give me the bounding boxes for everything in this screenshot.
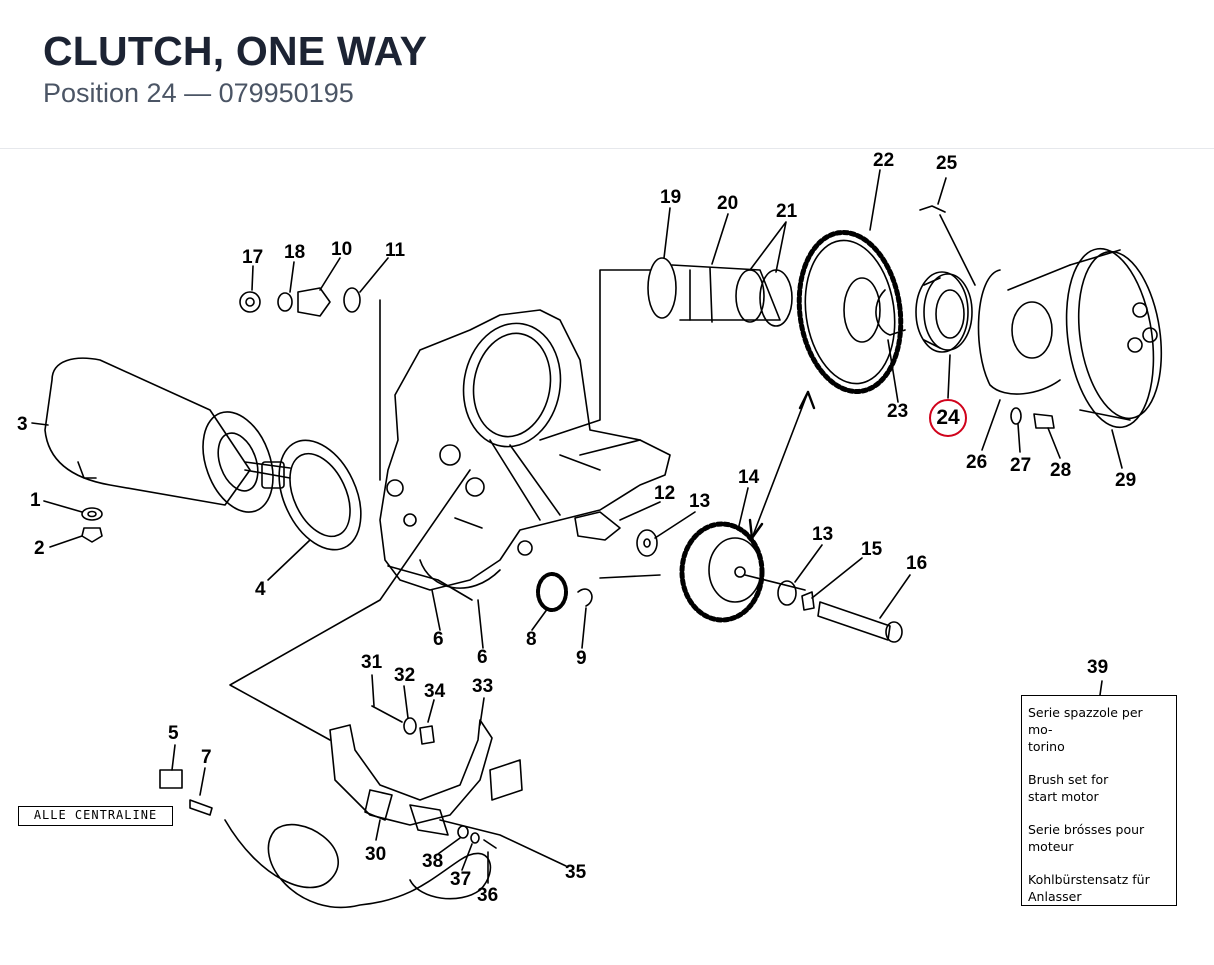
callout-5: 5 <box>168 723 179 744</box>
callout-34: 34 <box>424 681 446 702</box>
callout-15: 15 <box>861 539 883 560</box>
callout-6b: 6 <box>477 647 488 668</box>
page-title: CLUTCH, ONE WAY <box>43 28 428 74</box>
starter-motor-drawing <box>44 357 291 513</box>
callout-8: 8 <box>526 629 537 650</box>
callout-37: 37 <box>450 869 471 890</box>
callout-16: 16 <box>906 553 927 574</box>
callout-1: 1 <box>30 490 41 511</box>
drum-29-drawing <box>1065 247 1163 429</box>
callout-30: 30 <box>365 844 386 865</box>
callout-17: 17 <box>242 247 263 268</box>
gear-14-drawing <box>679 521 765 623</box>
callout-10: 10 <box>331 239 352 260</box>
callout-3: 3 <box>17 414 28 435</box>
callout-9: 9 <box>576 648 587 669</box>
callout-6a: 6 <box>433 629 444 650</box>
callout-31: 31 <box>361 652 383 673</box>
gear-22-drawing <box>796 229 904 395</box>
callout-2: 2 <box>34 538 45 559</box>
legend-box-39: Serie spazzole per mo- torino Brush set … <box>1021 695 1177 906</box>
callout-38: 38 <box>422 851 443 872</box>
callout-32: 32 <box>394 665 415 686</box>
callout-36: 36 <box>477 885 498 906</box>
callout-29: 29 <box>1115 470 1136 491</box>
header: CLUTCH, ONE WAY Position 24 — 079950195 <box>0 0 1214 149</box>
page-subtitle: Position 24 — 079950195 <box>43 78 354 108</box>
callout-14: 14 <box>738 467 760 488</box>
legend-item-english: Brush set for start motor <box>1028 772 1109 804</box>
callout-22: 22 <box>873 150 894 171</box>
centraline-label: ALLE CENTRALINE <box>18 806 173 826</box>
callout-13a: 13 <box>689 491 710 512</box>
one-way-clutch-drawing <box>915 271 973 353</box>
callout-35: 35 <box>565 862 587 883</box>
callout-39: 39 <box>1087 657 1108 678</box>
legend-item-french: Serie brósses pour moteur <box>1028 822 1145 854</box>
callout-4: 4 <box>255 579 266 600</box>
callout-7: 7 <box>201 747 212 768</box>
callout-25: 25 <box>936 153 958 174</box>
callout-26: 26 <box>966 452 987 473</box>
legend-item-italian: Serie spazzole per mo- torino <box>1028 705 1143 754</box>
callout-28: 28 <box>1050 460 1071 481</box>
callout-12: 12 <box>654 483 675 504</box>
callout-23: 23 <box>887 401 908 422</box>
callout-27: 27 <box>1010 455 1031 476</box>
callout-33: 33 <box>472 676 493 697</box>
legend-item-german: Kohlbürstensatz für Anlasser <box>1028 872 1150 904</box>
callout-11: 11 <box>385 240 406 261</box>
gasket-4-drawing <box>278 439 362 551</box>
highlighted-callout-24[interactable]: 24 <box>929 399 967 437</box>
callout-20: 20 <box>717 193 738 214</box>
callout-21: 21 <box>776 201 798 222</box>
callout-13b: 13 <box>812 524 833 545</box>
callout-18: 18 <box>284 242 305 263</box>
engine-housing-drawing <box>379 309 671 591</box>
cover-bracket-drawing <box>329 719 523 836</box>
callout-19: 19 <box>660 187 681 208</box>
